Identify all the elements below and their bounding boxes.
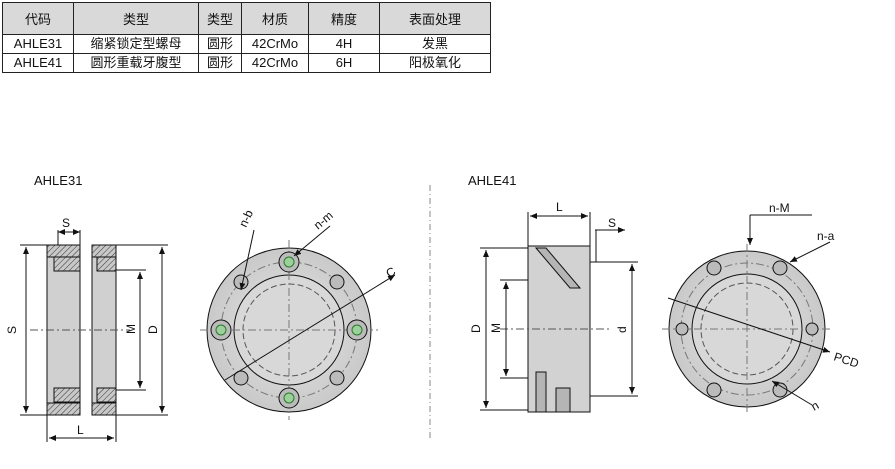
label-m: M [124,324,138,334]
cell-surface: 阳极氧化 [379,53,491,73]
cell-material: 42CrMo [241,53,309,73]
label-pcd: PCD [832,350,861,371]
drawing-title-ahle31: AHLE31 [34,173,83,188]
cell-precision: 6H [308,53,380,73]
label-n-b: n-b [236,207,256,229]
hole-icon [346,319,368,341]
label-s-top: S [62,216,70,230]
label-l-right: L [556,200,563,214]
ahle31-side-view [20,229,168,442]
label-n: n [809,398,822,413]
cell-type: 圆形重载牙腹型 [73,53,199,73]
cell-code: AHLE41 [2,53,74,73]
label-m-right: M [489,323,503,333]
label-n-a: n-a [817,229,835,243]
label-n-m: n-m [311,208,336,232]
ahle31-front-view [200,225,396,420]
label-d-small: d [615,326,629,333]
label-c: C [384,264,399,281]
label-d: D [146,325,160,334]
label-s-side: S [5,326,19,334]
cell-code: AHLE31 [2,34,74,54]
cell-precision: 4H [308,34,380,54]
ahle41-front-view [662,214,832,414]
hole-icon [210,319,232,341]
header-code: 代码 [2,2,74,35]
cell-material: 42CrMo [241,34,309,54]
header-surface: 表面处理 [379,2,491,35]
label-s-right: S [608,216,616,230]
label-l: L [77,423,84,437]
label-n-M: n-M [769,201,790,215]
table-header-row: 代码 类型 类型 材质 精度 表面处理 [2,2,491,35]
drawing-title-ahle41: AHLE41 [468,173,517,188]
hole-icon [278,387,300,409]
hole-icon [278,251,300,273]
table-row: AHLE31 缩紧锁定型螺母 圆形 42CrMo 4H 发黑 [2,34,491,54]
header-precision: 精度 [308,2,380,35]
spec-table: 代码 类型 类型 材质 精度 表面处理 AHLE31 缩紧锁定型螺母 圆形 42… [2,2,491,73]
ahle41-side-view [480,212,638,413]
label-d-big: D [469,324,483,333]
table-row: AHLE41 圆形重载牙腹型 圆形 42CrMo 6H 阳极氧化 [2,53,491,73]
